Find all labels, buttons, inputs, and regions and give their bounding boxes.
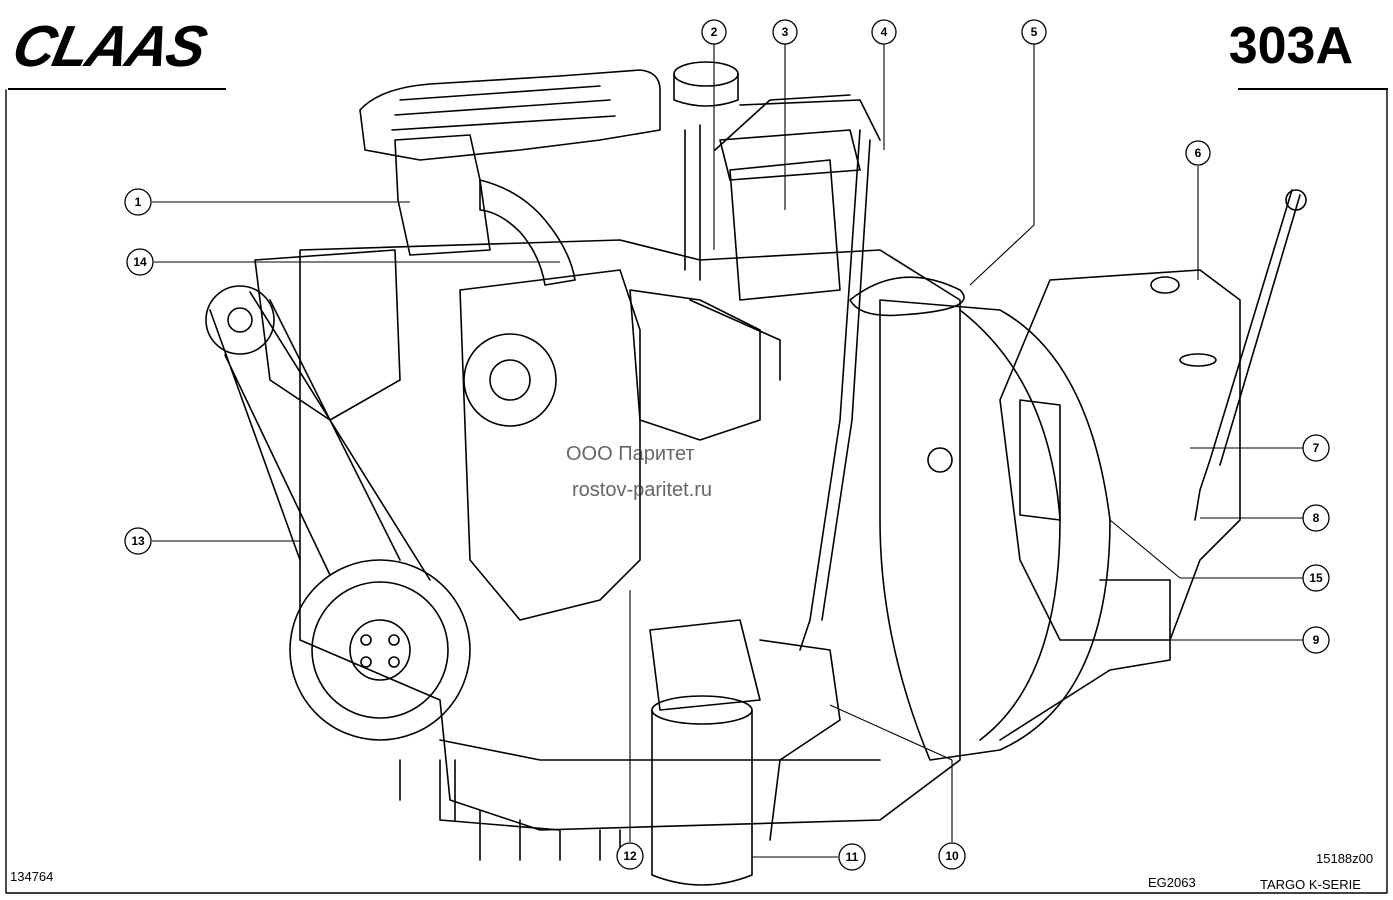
dipstick-funnel xyxy=(1179,353,1217,367)
valve-cover-ribs xyxy=(391,85,616,131)
gearbox-housing xyxy=(999,579,1171,741)
dipstick-tube xyxy=(799,129,861,651)
page-code-underline xyxy=(1238,88,1388,90)
crankshaft-pulley-inner xyxy=(311,581,449,719)
frame-border xyxy=(5,89,1388,894)
v-belt xyxy=(209,291,431,581)
engine-block xyxy=(299,239,961,831)
callout-markers: 1 2 3 4 5 6 7 8 15 9 10 11 12 13 14 xyxy=(124,19,1330,871)
oil-return-pipe xyxy=(759,639,841,841)
dipstick-loop xyxy=(1285,189,1307,211)
callout-10[interactable]: 10 xyxy=(938,842,966,870)
water-pump-hub xyxy=(489,359,531,401)
callout-14-label: 14 xyxy=(133,255,147,269)
callout-14[interactable]: 14 xyxy=(126,248,154,276)
oil-filler-cap xyxy=(673,61,739,87)
oil-dipstick xyxy=(1194,189,1293,521)
callout-9[interactable]: 9 xyxy=(1302,626,1330,654)
oil-filler-neck xyxy=(673,73,739,107)
callout-11-label: 11 xyxy=(846,850,859,864)
alternator-bracket xyxy=(254,249,401,421)
callout-6-label: 6 xyxy=(1195,146,1202,160)
callout-13-label: 13 xyxy=(131,534,145,548)
callout-8[interactable]: 8 xyxy=(1302,504,1330,532)
crankshaft-pulley-hub xyxy=(349,619,411,681)
callout-13[interactable]: 13 xyxy=(124,527,152,555)
callout-3-label: 3 xyxy=(782,25,789,39)
callout-7-label: 7 xyxy=(1313,441,1320,455)
reference-code: 15188z00 xyxy=(1316,851,1374,866)
callout-5[interactable]: 5 xyxy=(1021,19,1047,45)
callout-4[interactable]: 4 xyxy=(871,19,897,45)
watermark-company: ООО Паритет xyxy=(566,443,695,465)
callout-10-label: 10 xyxy=(945,849,959,863)
oil-filter-bracket xyxy=(649,619,761,711)
callout-12-label: 12 xyxy=(623,849,637,863)
dipstick-tube-2 xyxy=(821,139,871,621)
callout-1-label: 1 xyxy=(135,195,142,209)
watermark-url: rostov-paritet.ru xyxy=(572,479,713,501)
fuel-filter-head xyxy=(719,129,861,181)
breather-cap xyxy=(1150,276,1180,294)
callout-2-label: 2 xyxy=(711,25,718,39)
oil-filter-top xyxy=(651,695,753,725)
crankshaft-pulley-outer xyxy=(289,559,471,741)
oil-dipstick-2 xyxy=(1219,194,1301,466)
model-series: TARGO K-SERIE xyxy=(1260,877,1361,892)
callout-8-label: 8 xyxy=(1313,511,1320,525)
valve-cover xyxy=(359,69,661,161)
injection-pump xyxy=(629,289,761,441)
sensor-cable xyxy=(849,276,965,317)
hydrostatic-pump xyxy=(999,269,1241,641)
block-lower-edge xyxy=(439,739,881,761)
callout-5-label: 5 xyxy=(1031,25,1038,39)
callout-15-label: 15 xyxy=(1309,571,1323,585)
callout-7[interactable]: 7 xyxy=(1302,434,1330,462)
thermostat-housing xyxy=(394,134,491,256)
callout-4-label: 4 xyxy=(881,25,888,39)
callout-11[interactable]: 11 xyxy=(838,843,866,871)
alternator-hub xyxy=(227,307,253,333)
alternator-pulley xyxy=(205,285,275,355)
fuel-filter-cartridge xyxy=(729,159,841,301)
flywheel-housing xyxy=(879,299,1111,761)
water-pump-pulley xyxy=(463,333,557,427)
pump-mount-plate xyxy=(1019,399,1061,521)
callout-12[interactable]: 12 xyxy=(616,842,644,870)
callout-15[interactable]: 15 xyxy=(1302,564,1330,592)
part-group-code: EG2063 xyxy=(1148,875,1196,890)
drawing-number: 134764 xyxy=(10,869,54,884)
logo-underline xyxy=(8,88,226,90)
callout-1[interactable]: 1 xyxy=(124,188,152,216)
oil-filter-canister xyxy=(651,709,753,886)
callout-3[interactable]: 3 xyxy=(772,19,798,45)
callout-9-label: 9 xyxy=(1313,633,1320,647)
callout-2[interactable]: 2 xyxy=(701,19,727,45)
fuel-lines xyxy=(684,94,881,381)
timing-cover xyxy=(459,269,641,621)
callout-6[interactable]: 6 xyxy=(1185,140,1211,166)
page-code: 303A xyxy=(1228,17,1353,75)
coolant-hose xyxy=(479,179,576,286)
oil-sump xyxy=(439,759,601,861)
flywheel-inspection-hole xyxy=(927,447,953,473)
support-bolts xyxy=(399,759,621,861)
